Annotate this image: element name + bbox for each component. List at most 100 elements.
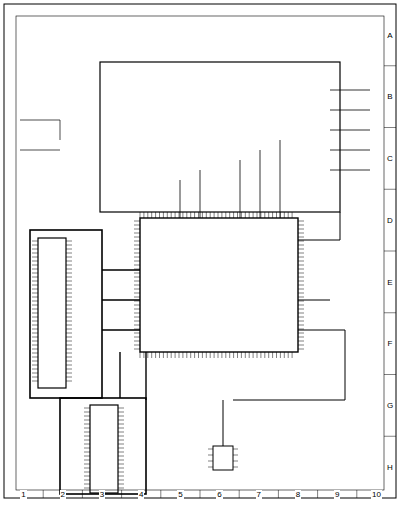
grid-reference: 2 (60, 490, 66, 499)
pin-lead (32, 297, 38, 298)
pin-lead (210, 212, 211, 218)
pin-lead (264, 212, 265, 218)
pin-lead (214, 352, 215, 358)
pin-lead (155, 352, 156, 358)
pin-lead (66, 249, 72, 250)
pin-lead (118, 444, 124, 445)
pin-lead (202, 212, 203, 218)
pin-lead (298, 349, 304, 350)
pin-lead (66, 305, 72, 306)
pin-lead (66, 293, 72, 294)
main-ic (140, 218, 298, 352)
pin-lead (298, 241, 304, 242)
pin-lead (229, 352, 230, 358)
pin-lead (159, 212, 160, 218)
pin-lead (84, 416, 90, 417)
pin-lead (66, 281, 72, 282)
pin-lead (118, 440, 124, 441)
pin-lead (84, 476, 90, 477)
sheet-frame (4, 4, 396, 498)
grid-reference: G (386, 401, 394, 410)
pin-lead (134, 329, 140, 330)
pin-lead (241, 352, 242, 358)
pin-lead (66, 277, 72, 278)
pin-lead (298, 225, 304, 226)
pin-lead (190, 212, 191, 218)
pin-lead (239, 490, 240, 498)
grid-reference: 8 (295, 490, 301, 499)
pin-lead (298, 285, 304, 286)
pin-lead (32, 377, 38, 378)
pin-lead (292, 352, 293, 358)
pin-lead (32, 253, 38, 254)
pin-lead (66, 285, 72, 286)
grid-reference: 6 (216, 490, 222, 499)
pin-lead (118, 448, 124, 449)
pin-lead (32, 241, 38, 242)
pin-lead (32, 381, 38, 382)
grid-reference: H (386, 463, 394, 472)
pin-lead (84, 468, 90, 469)
pin-lead (84, 428, 90, 429)
pin-lead (84, 464, 90, 465)
pin-lead (66, 325, 72, 326)
pin-lead (249, 212, 250, 218)
pin-lead (171, 212, 172, 218)
pin-lead (175, 212, 176, 218)
pin-lead (118, 476, 124, 477)
pin-lead (167, 212, 168, 218)
pin-lead (218, 212, 219, 218)
pin-lead (84, 488, 90, 489)
pin-lead (245, 352, 246, 358)
pin-lead (272, 352, 273, 358)
pin-lead (237, 212, 238, 218)
pin-lead (121, 490, 122, 498)
pin-lead (32, 325, 38, 326)
pin-lead (284, 352, 285, 358)
pin-lead (66, 269, 72, 270)
grid-reference: 9 (334, 490, 340, 499)
pin-lead (84, 452, 90, 453)
pin-lead (171, 352, 172, 358)
pin-lead (298, 281, 304, 282)
pin-lead (298, 325, 304, 326)
memory-ic (38, 238, 66, 388)
pin-lead (298, 313, 304, 314)
pin-lead (66, 349, 72, 350)
pin-lead (298, 257, 304, 258)
pin-lead (298, 249, 304, 250)
eeprom-ic (213, 446, 233, 470)
pin-lead (84, 456, 90, 457)
pin-lead (84, 440, 90, 441)
pin-lead (32, 313, 38, 314)
pin-lead (32, 277, 38, 278)
io-block (100, 62, 340, 212)
pin-lead (118, 424, 124, 425)
pin-lead (118, 452, 124, 453)
grid-reference: A (386, 31, 393, 40)
pin-lead (208, 455, 213, 456)
pin-lead (218, 352, 219, 358)
pin-lead (134, 257, 140, 258)
pin-lead (84, 424, 90, 425)
pin-lead (118, 420, 124, 421)
pin-lead (134, 261, 140, 262)
pin-lead (32, 353, 38, 354)
pin-lead (317, 490, 318, 498)
grid-reference: 7 (256, 490, 262, 499)
pin-lead (66, 353, 72, 354)
pin-lead (245, 212, 246, 218)
grid-reference: 3 (99, 490, 105, 499)
pin-lead (66, 361, 72, 362)
pin-lead (66, 345, 72, 346)
pin-lead (384, 436, 396, 437)
pin-lead (66, 365, 72, 366)
buffer-outline (60, 398, 146, 494)
grid-reference: 1 (20, 490, 26, 499)
pin-lead (186, 212, 187, 218)
pin-lead (32, 345, 38, 346)
pin-lead (260, 212, 261, 218)
pin-lead (260, 352, 261, 358)
pin-lead (32, 369, 38, 370)
